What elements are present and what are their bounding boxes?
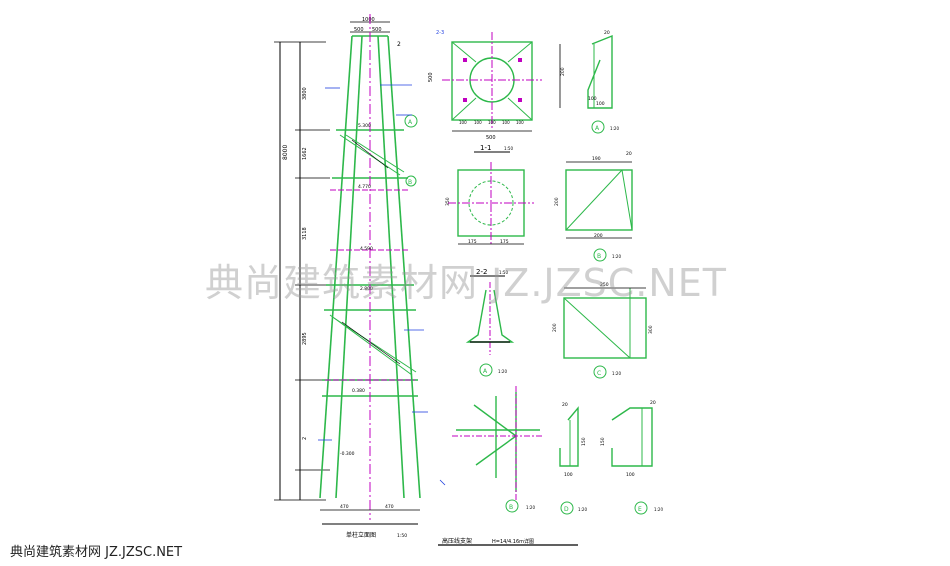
footer-title-text: 高压线支架: [442, 537, 472, 545]
section-1-1: 500 500 2-3 100 100 100 100 100 1-1 1:50: [428, 30, 542, 153]
level-3: 4.590: [360, 246, 373, 252]
level-2: 4.770: [358, 184, 371, 190]
segment-dim-5: 2: [302, 437, 308, 440]
base-detail-label: A: [483, 368, 488, 375]
level-5: 0.380: [352, 388, 365, 394]
detail-a-label: A: [595, 125, 600, 132]
bottom-dim-right: 470: [385, 504, 394, 510]
section-1-1-height: 500: [428, 72, 434, 82]
detail-c-scale: 1:20: [612, 371, 621, 376]
detail-c-label: C: [597, 370, 601, 377]
detail-e-dim-1: 20: [650, 400, 656, 406]
section-1-1-mark: 2-3: [436, 30, 444, 36]
level-4: 2.800: [360, 286, 373, 292]
section-1-1-bottom-dim-4: 100: [502, 120, 510, 125]
section-1-1-bottom-dim-5: 100: [516, 120, 524, 125]
detail-a-dim-1: 100: [596, 101, 605, 107]
detail-a: 100 200 100 20 A 1:20: [559, 30, 619, 134]
section-2-2-width-right: 175: [500, 239, 509, 245]
section-2-2: 175 175 350 2-2 1:50: [445, 162, 534, 277]
top-width-dim: 1000: [362, 17, 375, 23]
detail-b-dim-2: 20: [626, 151, 632, 157]
detail-e-dim-2: 150: [600, 437, 606, 446]
level-6: -0.300: [340, 451, 355, 457]
detail-a-dim-4: 20: [604, 30, 610, 36]
section-1-1-width: 500: [486, 135, 496, 141]
detail-b-dim-3: 200: [594, 233, 603, 239]
section-1-1-title: 1-1: [480, 144, 491, 152]
joint-detail-scale: 1:20: [526, 505, 535, 510]
base-detail-scale: 1:20: [498, 369, 507, 374]
segment-dim-2: 1662: [302, 147, 308, 160]
footer-subtitle-text: H=14/4.16m详图: [492, 538, 534, 545]
watermark-corner: 典尚建筑素材网 JZ.JZSC.NET: [10, 545, 183, 560]
detail-e: 20 150 100 E 1:20: [600, 400, 663, 515]
callout-b: B: [408, 179, 412, 186]
detail-d-dim-3: 100: [564, 472, 573, 478]
detail-e-dim-3: 100: [626, 472, 635, 478]
joint-detail: B 1:20: [452, 386, 542, 513]
segment-dim-4: 2895: [302, 332, 308, 345]
top-mark: 2: [397, 41, 401, 48]
detail-d: 20 150 100 D 1:20: [559, 402, 587, 515]
watermark-center: 典尚建筑素材网 JZ.JZSC.NET: [205, 261, 728, 305]
detail-f-scale: 1:20: [660, 510, 663, 512]
elevation-view: 8000 3800 1662 3118 2895 2 1000 500 500 …: [274, 14, 446, 539]
detail-d-dim-2: 150: [581, 437, 587, 446]
section-1-1-bottom-dim-3: 100: [488, 120, 496, 125]
detail-f-label: F: [660, 510, 661, 512]
detail-e-label: E: [638, 506, 642, 513]
detail-c-dim-2: 200: [552, 323, 558, 332]
section-2-2-height: 350: [445, 197, 451, 206]
detail-d-label: D: [564, 506, 569, 513]
base-detail: A 1:20: [465, 282, 515, 377]
total-height-dim: 8000: [282, 145, 289, 160]
top-half-dim-left: 500: [354, 27, 364, 33]
detail-c-dim-1: 250: [600, 282, 609, 288]
detail-d-dim-1: 20: [562, 402, 568, 408]
section-1-1-bottom-dim-2: 100: [474, 120, 482, 125]
detail-c: 250 200 300 C 1:20: [552, 282, 654, 379]
top-half-dim-right: 500: [372, 27, 382, 33]
callout-a: A: [408, 119, 413, 126]
detail-e-scale: 1:20: [654, 507, 663, 512]
detail-a-scale: 1:20: [610, 126, 619, 131]
section-2-2-width-left: 175: [468, 239, 477, 245]
detail-c-dim-3: 300: [648, 325, 654, 334]
section-2-2-title: 2-2: [476, 268, 487, 276]
elevation-title: 单柱立面图: [346, 531, 376, 539]
detail-b-dim-1: 190: [592, 156, 601, 162]
segment-dim-1: 3800: [302, 87, 308, 100]
segment-dim-3: 3118: [302, 227, 308, 240]
detail-a-dim-3: 100: [588, 96, 597, 102]
section-1-1-scale: 1:50: [504, 146, 513, 151]
joint-detail-label: B: [509, 504, 513, 511]
detail-b: 190 20 200 200 B 1:20: [554, 151, 633, 262]
detail-f: F 1:20: [660, 510, 663, 512]
detail-a-dim-2: 200: [560, 67, 566, 76]
detail-b-scale: 1:20: [612, 254, 621, 259]
section-2-2-scale: 1:50: [499, 270, 508, 275]
bottom-dim-left: 470: [340, 504, 349, 510]
section-1-1-bottom-dim-1: 100: [459, 120, 467, 125]
elevation-scale: 1:50: [397, 533, 407, 539]
level-1: 5.300: [358, 123, 371, 129]
detail-b-dim-4: 200: [554, 197, 560, 206]
detail-b-label: B: [597, 253, 601, 260]
detail-d-scale: 1:20: [578, 507, 587, 512]
footer-title: 高压线支架 H=14/4.16m详图: [438, 537, 578, 546]
